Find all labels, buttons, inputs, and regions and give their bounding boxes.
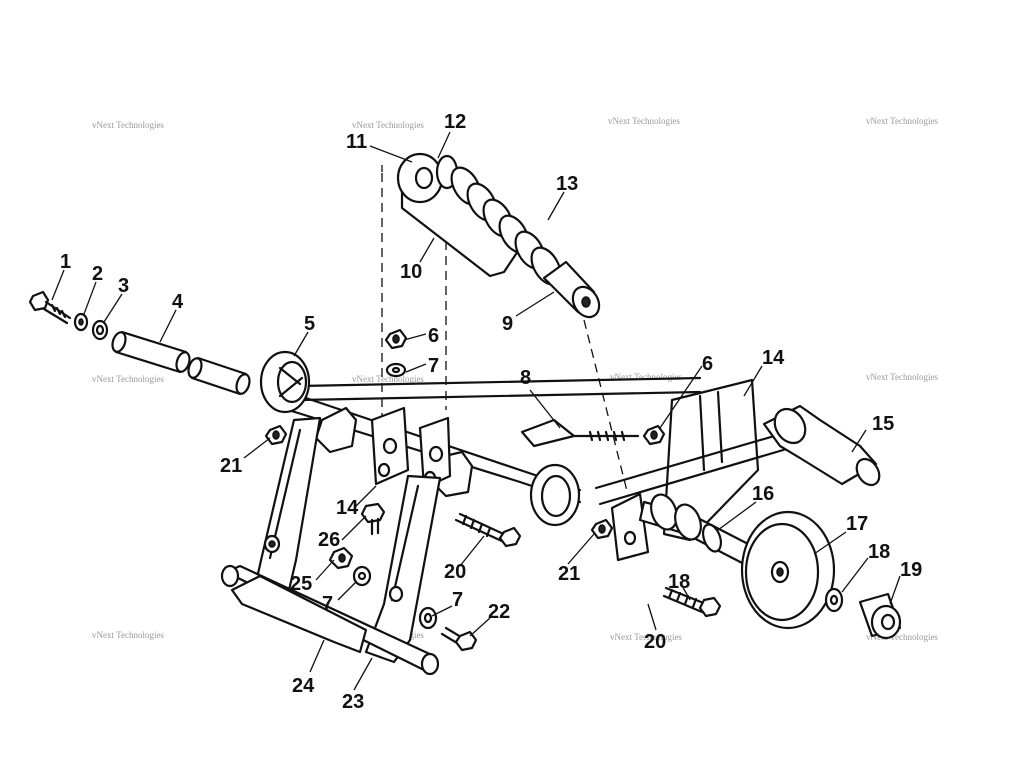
- callout-22: 22: [488, 601, 510, 623]
- left-hardware: [28, 290, 251, 396]
- callout-19: 19: [900, 559, 922, 581]
- rod-part-8: [520, 418, 640, 448]
- leader-lines: [51, 131, 901, 691]
- watermark: vNext Technologies: [866, 372, 938, 382]
- watermark: vNext Technologies: [92, 120, 164, 130]
- watermark: vNext Technologies: [92, 374, 164, 384]
- watermark: vNext Technologies: [610, 632, 682, 642]
- center-pivot-cup: [529, 463, 581, 527]
- callout-8: 8: [520, 367, 531, 389]
- spacer-part-19: [858, 592, 902, 640]
- watermark: vNext Technologies: [352, 120, 424, 130]
- wheel-assembly: [590, 493, 902, 640]
- callout-25: 25: [290, 573, 312, 595]
- suspension-frame: [259, 350, 702, 527]
- callout-labels: 1 2 3 4 5 6 7 11 12 13 10 9 8 6 14 15 16…: [60, 111, 922, 713]
- center-hardware: [264, 328, 522, 652]
- callout-23: 23: [342, 691, 364, 713]
- shock-absorber: [396, 152, 601, 319]
- callout-7: 7: [428, 355, 439, 377]
- shock-spring-part-13: [450, 166, 562, 286]
- upper-arm: [594, 430, 790, 490]
- bolt-part-26: [360, 502, 386, 536]
- spacer-tubes-part-4: [111, 330, 251, 396]
- callout-4: 4: [172, 291, 184, 313]
- callout-2: 2: [92, 263, 103, 285]
- arm-part-23: [364, 474, 442, 664]
- bolt-part-20-center: [454, 512, 522, 548]
- callout-9: 9: [502, 313, 513, 335]
- callout-5: 5: [304, 313, 315, 335]
- watermark: vNext Technologies: [608, 116, 680, 126]
- callout-6-right: 6: [702, 353, 713, 375]
- watermark: vNext Technologies: [866, 632, 938, 642]
- watermark: vNext Technologies: [866, 116, 938, 126]
- rail-bracket-left: [314, 406, 358, 454]
- callout-10: 10: [400, 261, 422, 283]
- callout-18-lower: 18: [668, 571, 690, 593]
- top-rail: [298, 376, 702, 388]
- callout-20-center: 20: [444, 561, 466, 583]
- callout-6: 6: [428, 325, 439, 347]
- bolt-part-1: [28, 290, 72, 325]
- callout-20-lower: 20: [644, 631, 666, 653]
- washer-part-16: [701, 523, 723, 553]
- callout-7-lower: 7: [322, 593, 333, 615]
- callout-21-right: 21: [558, 563, 580, 585]
- callout-21-left: 21: [220, 455, 242, 477]
- callout-14-right: 14: [762, 347, 785, 369]
- callout-16: 16: [752, 483, 774, 505]
- inner-plate: [610, 492, 650, 562]
- callout-14-left: 14: [336, 497, 359, 519]
- callout-3: 3: [118, 275, 129, 297]
- watermark: vNext Technologies: [92, 630, 164, 640]
- watermark: vNext Technologies: [610, 372, 682, 382]
- callout-13: 13: [556, 173, 578, 195]
- lower-arms: [220, 416, 442, 676]
- bottom-plate: [230, 574, 368, 654]
- callout-17: 17: [846, 513, 868, 535]
- watermark: vNext Technologies: [352, 374, 424, 384]
- callout-18-right: 18: [868, 541, 890, 563]
- callout-26: 26: [318, 529, 340, 551]
- axle-part-15: [762, 404, 881, 487]
- callout-12: 12: [444, 111, 466, 133]
- callout-1: 1: [60, 251, 71, 273]
- callout-7-right: 7: [452, 589, 463, 611]
- right-mount: [594, 378, 881, 562]
- pivot-cup-part-5: [259, 350, 311, 414]
- bolt-part-18-lower: [662, 586, 722, 618]
- callout-15: 15: [872, 413, 894, 435]
- callout-24: 24: [292, 675, 315, 697]
- callout-11: 11: [346, 131, 367, 153]
- bolt-part-22: [440, 626, 478, 652]
